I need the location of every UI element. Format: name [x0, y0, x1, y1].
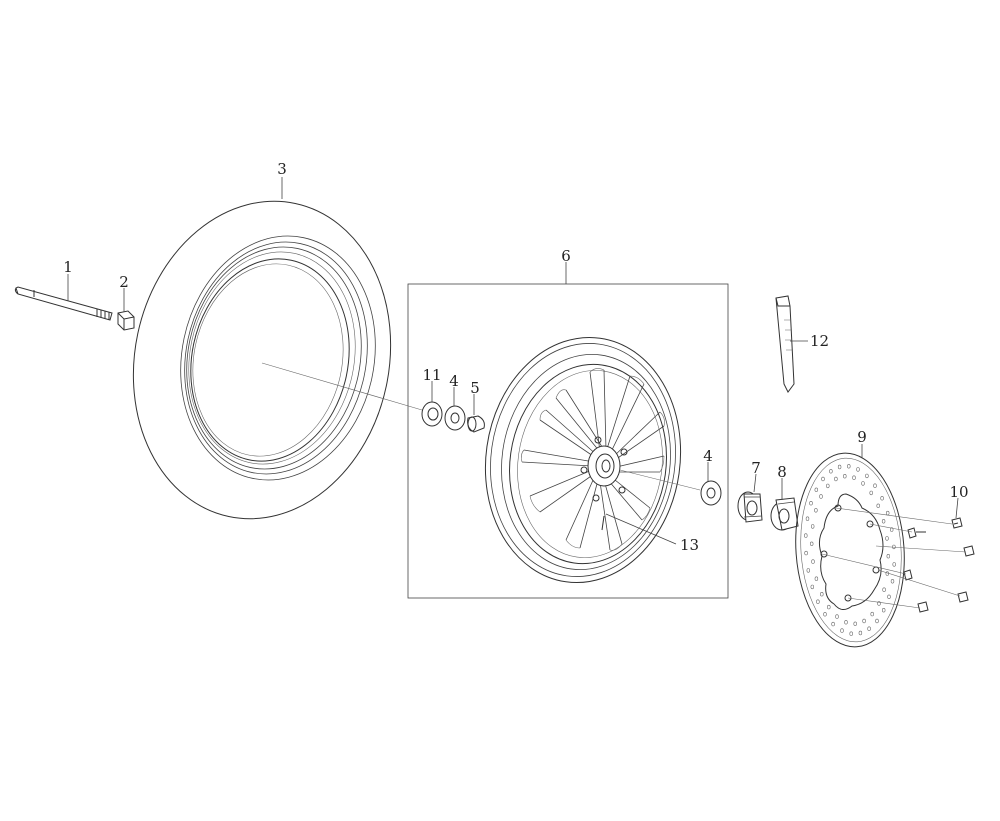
disc-drill-hole: [852, 475, 856, 480]
callout-2: 2: [119, 273, 129, 291]
wheel-rim-part: [484, 336, 682, 584]
disc-drill-hole: [804, 550, 808, 556]
disc-drill-hole: [847, 464, 851, 469]
disc-drill-hole: [856, 467, 860, 472]
disc-drill-hole: [835, 614, 839, 619]
disc-drill-hole: [849, 631, 853, 636]
disc-drill-hole: [831, 621, 835, 627]
cable-tie-part: [775, 295, 795, 393]
disc-drill-hole: [814, 576, 819, 581]
disc-drill-hole: [869, 490, 873, 496]
disc-drill-hole: [821, 476, 825, 482]
left-bearing-part: [444, 405, 466, 431]
disc-drill-hole: [881, 607, 886, 613]
disc-bolt: [903, 569, 913, 581]
callout-12: 12: [810, 332, 829, 350]
disc-drill-hole: [887, 594, 891, 599]
callout-9: 9: [857, 428, 867, 446]
gear-drive-part: [737, 491, 763, 523]
disc-drill-hole: [889, 527, 894, 532]
disc-drill-hole: [853, 621, 857, 626]
callout-6: 6: [561, 247, 571, 265]
callout-10: 10: [949, 483, 968, 501]
right-bearing-part: [700, 480, 722, 506]
callout-13: 13: [680, 536, 699, 554]
disc-bolt: [917, 601, 929, 613]
callout-8: 8: [777, 463, 787, 481]
disc-drill-hole: [865, 473, 869, 479]
disc-drill-hole: [890, 579, 895, 584]
disc-drill-hole: [885, 510, 890, 516]
disc-drill-hole: [823, 612, 827, 617]
spacer-part: [117, 310, 135, 331]
disc-drill-hole: [881, 519, 886, 524]
disc-drill-hole: [834, 476, 838, 482]
disc-drill-hole: [843, 474, 847, 479]
callout-7: 7: [751, 459, 761, 477]
disc-drill-hole: [819, 494, 823, 499]
disc-drill-hole: [873, 483, 877, 488]
disc-drill-hole: [810, 584, 814, 590]
assembly-lines: [261, 362, 967, 609]
leader-lines: [67, 177, 959, 545]
collar-part: [467, 415, 485, 433]
retainer-part: [770, 497, 799, 531]
disc-drill-hole: [867, 626, 871, 631]
disc-bolt: [907, 527, 926, 539]
disc-drill-hole: [892, 562, 896, 567]
brake-disc-part: [795, 452, 905, 648]
disc-drill-hole: [877, 601, 881, 606]
disc-drill-hole: [885, 571, 889, 576]
disc-drill-hole: [826, 483, 830, 489]
callout-4-left: 4: [449, 372, 459, 390]
left-seal-part: [421, 401, 443, 427]
disc-drill-hole: [880, 496, 884, 501]
disc-drill-hole: [827, 604, 831, 610]
disc-drill-hole: [810, 524, 815, 529]
disc-drill-hole: [814, 487, 818, 492]
disc-drill-hole: [820, 591, 824, 597]
callout-labels: 1 2 3 11 4 5 6 4 7 8 9 10 12 13: [63, 160, 968, 554]
disc-drill-hole: [886, 553, 890, 559]
disc-drill-hole: [809, 501, 813, 506]
disc-bolt: [951, 517, 963, 529]
disc-drill-hole: [811, 559, 815, 564]
disc-drill-hole: [861, 481, 865, 486]
disc-drill-hole: [844, 620, 848, 625]
wheel-assembly-frame: [407, 283, 729, 599]
callout-5: 5: [470, 379, 480, 397]
callout-11: 11: [422, 366, 441, 384]
disc-drill-hole: [858, 630, 863, 636]
disc-drill-hole: [804, 533, 808, 538]
disc-drill-hole: [870, 611, 874, 617]
disc-drill-hole: [840, 628, 844, 633]
tire-part: [132, 200, 392, 520]
disc-drill-hole: [806, 568, 810, 573]
disc-drill-hole: [885, 536, 889, 541]
callout-4-right: 4: [703, 447, 713, 465]
disc-drill-hole: [809, 541, 814, 546]
disc-bolts-part: [903, 517, 975, 613]
disc-bolt: [963, 545, 975, 557]
disc-drill-hole: [816, 599, 820, 604]
callout-3: 3: [277, 160, 287, 178]
disc-drill-hole: [882, 587, 886, 592]
disc-drill-hole: [862, 618, 866, 624]
callout-1: 1: [63, 258, 73, 276]
disc-drill-hole: [805, 516, 810, 521]
disc-drill-hole: [814, 508, 818, 513]
disc-drill-hole: [875, 618, 879, 624]
disc-bolt: [957, 591, 969, 603]
disc-drill-hole: [876, 503, 880, 508]
disc-drill-hole: [829, 469, 833, 474]
disc-drill-hole: [837, 464, 842, 470]
axle-part: [14, 286, 113, 321]
